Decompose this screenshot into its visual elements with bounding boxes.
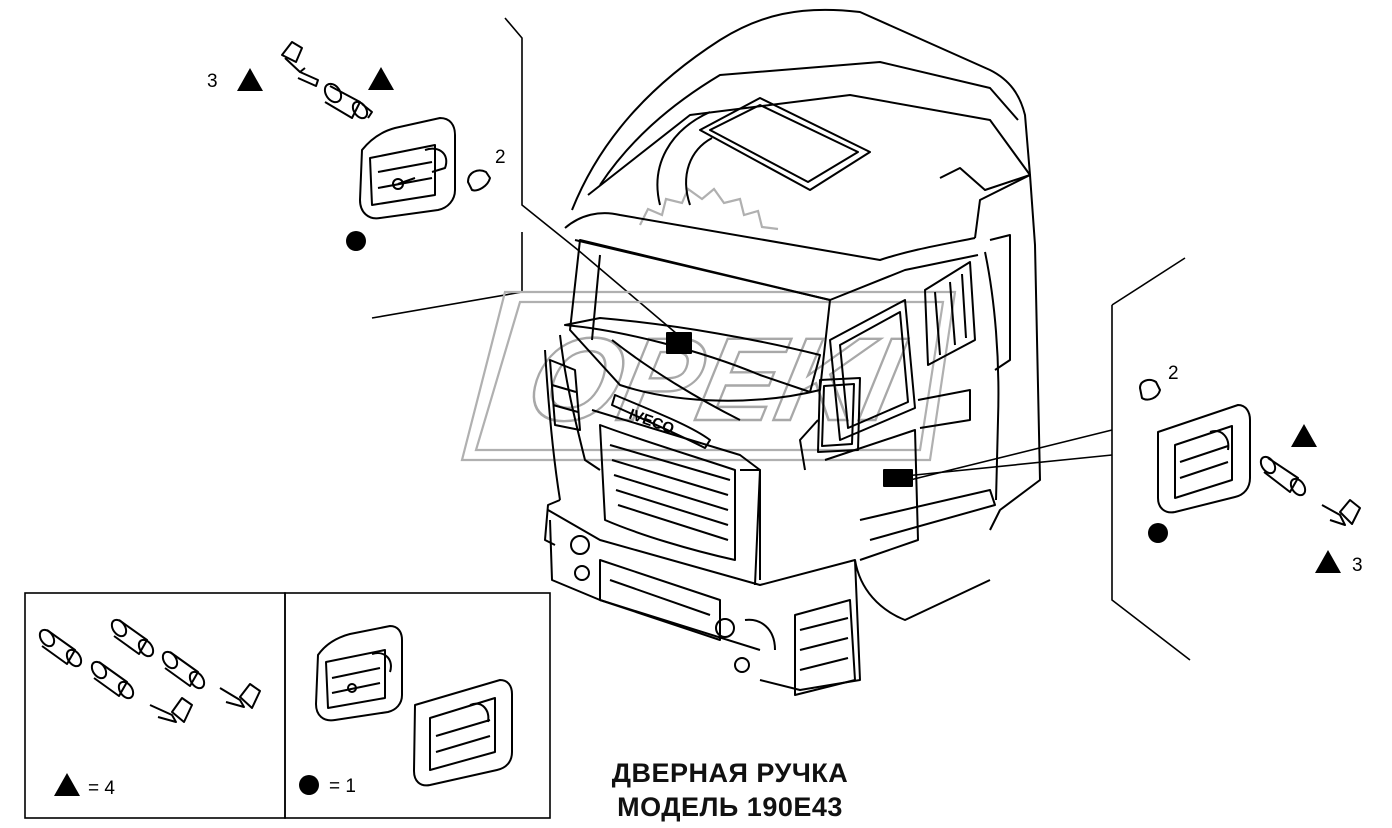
circle-marker-1: [346, 231, 366, 251]
callout-key-set-right: 3: [1352, 555, 1363, 576]
legend-box-triangle: = 4: [24, 592, 286, 819]
triangle-marker-2: [368, 67, 394, 90]
triangle-marker-3: [1291, 424, 1317, 447]
diagram-caption: ДВЕРНАЯ РУЧКА МОДЕЛЬ 190E43: [520, 756, 940, 824]
callout-cap-right: 2: [1168, 363, 1179, 384]
leader-lines: [371, 17, 1191, 661]
cylinder-group-4: [90, 660, 135, 700]
door-handle-upper-left: [359, 117, 456, 220]
upper-left-parts: [281, 41, 491, 220]
cylinder-group-1: [38, 628, 83, 668]
key-right: [1321, 499, 1361, 526]
key-group-1: [149, 697, 193, 723]
callout-cap-upper-left: 2: [495, 147, 506, 168]
right-parts: [1139, 379, 1361, 526]
cap-upper-left: [467, 169, 491, 192]
caption-model: МОДЕЛЬ 190E43: [617, 792, 843, 822]
watermark-logo: OPEKI: [460, 187, 957, 462]
lock-cylinder-right: [1259, 455, 1307, 497]
part-markers: [237, 67, 1341, 573]
cylinder-group-3: [161, 650, 206, 690]
legend-handle-1: [315, 625, 403, 722]
triangle-marker-4: [1315, 550, 1341, 573]
caption-title: ДВЕРНАЯ РУЧКА: [611, 758, 849, 788]
legend-circle-count: = 1: [329, 776, 356, 797]
legend-box-circle: = 1: [284, 592, 551, 819]
key-group-2: [219, 683, 261, 709]
watermark-text: OPEKI: [517, 314, 915, 446]
triangle-marker-1: [237, 68, 263, 91]
legend-circle-icon: [299, 775, 319, 795]
legend-triangle-icon: [54, 773, 80, 796]
door-handle-right: [1157, 404, 1251, 514]
legend-triangle-count: = 4: [88, 778, 115, 799]
cylinder-group-2: [110, 618, 155, 658]
front-handle-mark: [666, 332, 692, 354]
callout-key-set-upper-left: 3: [207, 71, 218, 92]
key-upper-left: [281, 41, 319, 87]
cap-right: [1139, 379, 1161, 401]
door-handle-mark: [883, 469, 913, 487]
lock-cylinder-upper-left: [323, 82, 373, 120]
circle-marker-2: [1148, 523, 1168, 543]
legend-handle-2: [413, 679, 513, 787]
